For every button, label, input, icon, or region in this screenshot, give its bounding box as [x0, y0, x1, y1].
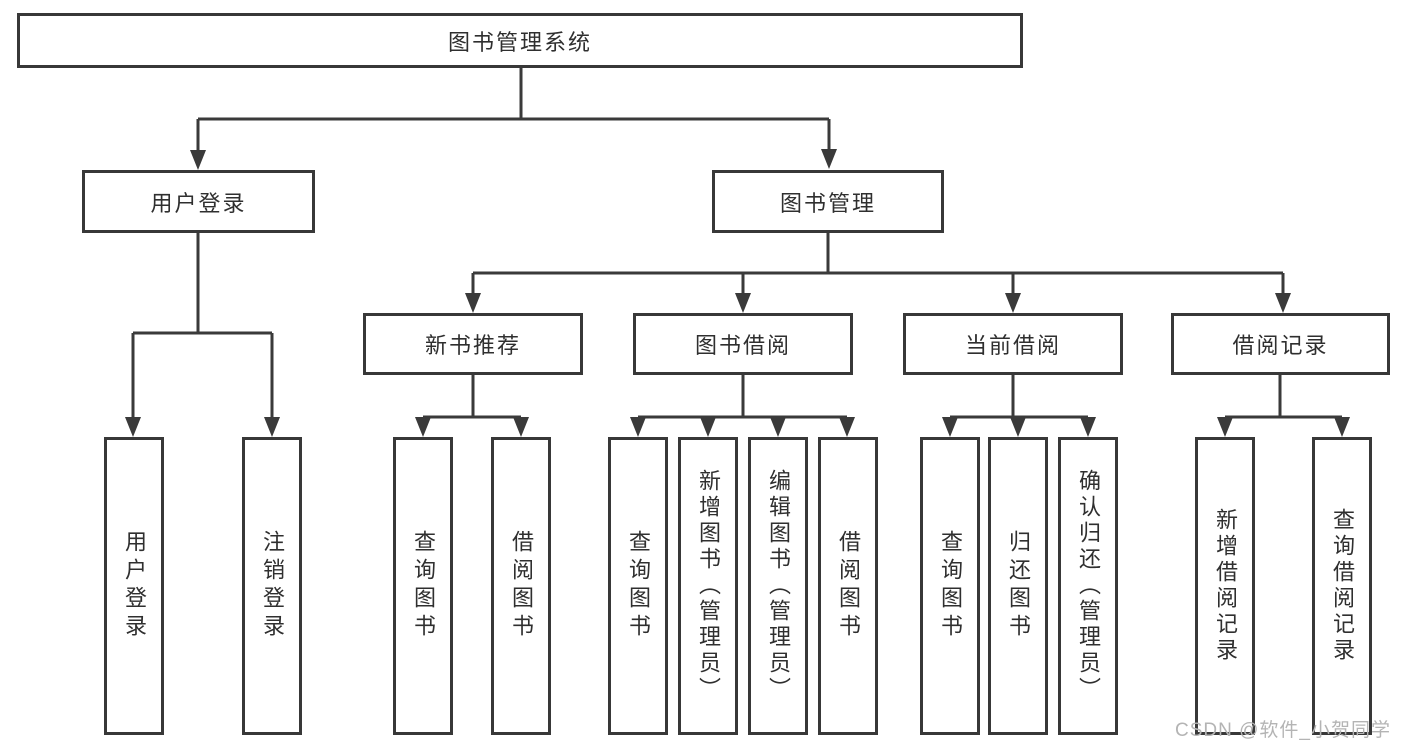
leaf-logout: 注销登录 [242, 437, 302, 735]
leaf-confirm-return-admin: 确认归还（管理员） [1058, 437, 1118, 735]
leaf-borrow-books: 借阅图书 [818, 437, 878, 735]
node-new-book-recommend: 新书推荐 [363, 313, 583, 375]
node-label: 借阅记录 [1232, 333, 1329, 358]
leaf-add-borrow-record: 新增借阅记录 [1195, 437, 1255, 735]
csdn-watermark: CSDN @软件_小贺同学 [1175, 720, 1391, 741]
leaf-borrow-books-recommend: 借阅图书 [491, 437, 551, 735]
node-root-library-system: 图书管理系统 [17, 13, 1023, 68]
leaf-edit-books-admin: 编辑图书（管理员） [748, 437, 808, 735]
leaf-query-borrow-record: 查询借阅记录 [1312, 437, 1372, 735]
leaf-return-books: 归还图书 [988, 437, 1048, 735]
leaf-add-books-admin: 新增图书（管理员） [678, 437, 738, 735]
node-book-borrow: 图书借阅 [633, 313, 853, 375]
leaf-query-books-recommend: 查询图书 [393, 437, 453, 735]
node-label: 图书管理系统 [447, 29, 592, 55]
node-label: 当前借阅 [964, 333, 1061, 358]
node-borrow-records: 借阅记录 [1171, 313, 1390, 375]
leaf-user-login: 用户登录 [104, 437, 164, 735]
node-book-management-branch: 图书管理 [712, 170, 944, 233]
node-current-borrow: 当前借阅 [903, 313, 1123, 375]
node-label: 图书借阅 [694, 333, 791, 358]
node-label: 新书推荐 [424, 333, 521, 358]
node-label: 用户登录 [150, 190, 247, 216]
leaf-query-books-current: 查询图书 [920, 437, 980, 735]
leaf-query-books-borrow: 查询图书 [608, 437, 668, 735]
node-user-login-branch: 用户登录 [82, 170, 315, 233]
node-label: 图书管理 [779, 190, 876, 216]
